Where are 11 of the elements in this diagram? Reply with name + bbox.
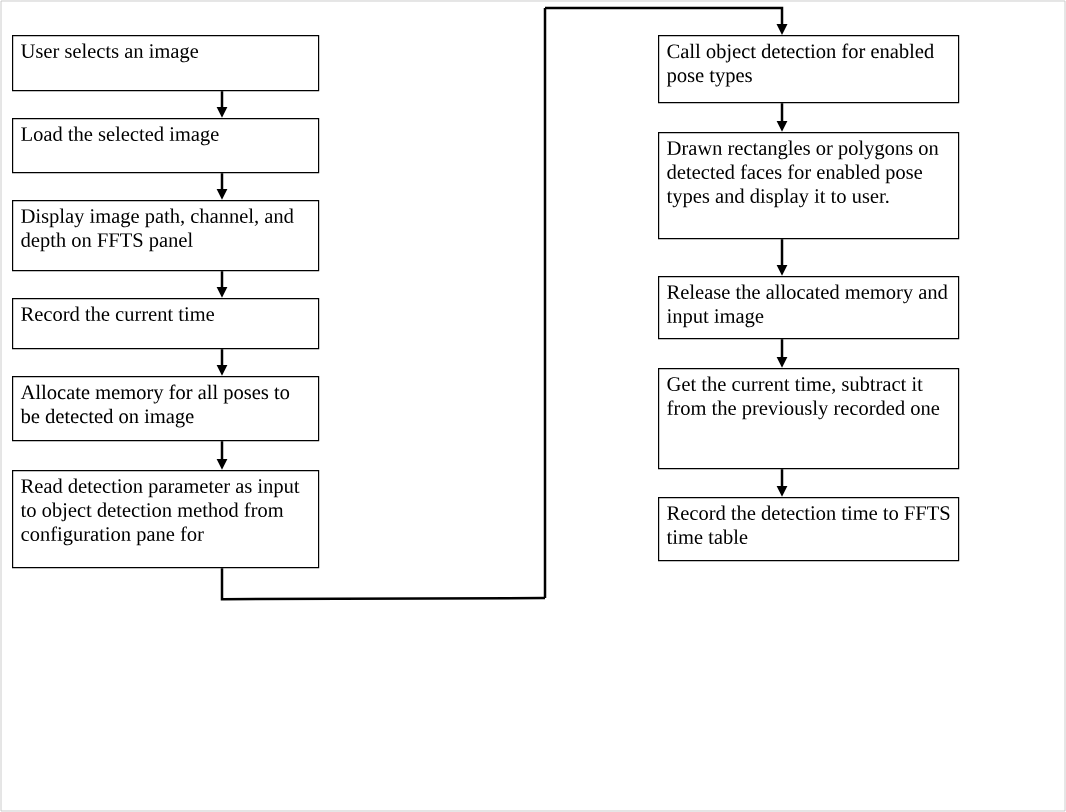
process-box: Load the selected image — [12, 118, 320, 174]
process-box: Allocate memory for all poses to be detected on image — [12, 376, 320, 442]
process-box: Record the current time — [12, 298, 320, 350]
process-box: Record the detection time to FFTS time table — [658, 497, 960, 562]
process-box: Call object detection for enabled pose types — [658, 35, 960, 104]
process-box: Get the current time, subtract it from the previously recorded one — [658, 368, 960, 470]
process-box: Drawn rectangles or polygons on detected faces for enabled pose types and display it to user. — [658, 132, 960, 240]
process-box: Release the allocated memory and input image — [658, 276, 960, 340]
process-box: Read detection parameter as input to object detection method from configuration pane for — [12, 470, 320, 569]
process-box: User selects an image — [12, 35, 320, 92]
process-box: Display image path, channel, and depth on FFTS panel — [12, 200, 320, 272]
